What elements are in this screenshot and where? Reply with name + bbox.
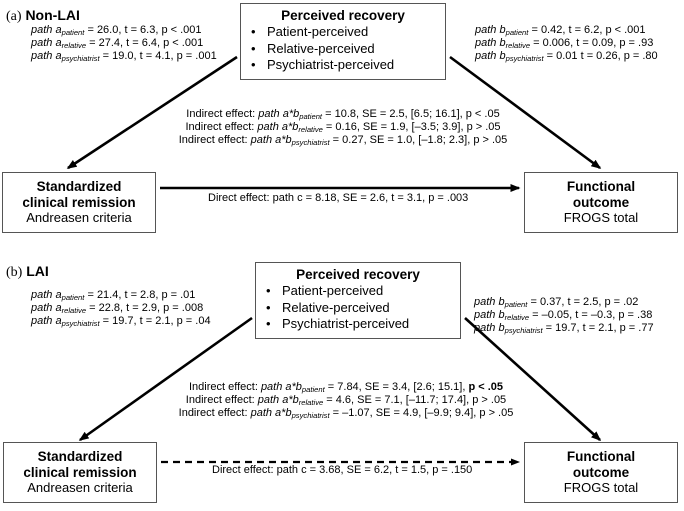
indirect-effect-relative: Indirect effect: path a*brelative = 4.6,… xyxy=(185,394,507,408)
panel-b-outcome-box: Functional outcome FROGS total xyxy=(524,442,678,503)
mediator-item-label: Psychiatrist-perceived xyxy=(267,57,395,72)
panel-b-direct-effect-label: Direct effect: path c = 3.68, SE = 6.2, … xyxy=(212,464,473,476)
panel-a-mediator-item-psychiatrist: • Psychiatrist-perceived xyxy=(241,57,445,74)
indirect-effect-patient: Indirect effect: path a*bpatient = 7.84,… xyxy=(188,381,503,394)
indirect-effect-psychiatrist: Indirect effect: path a*bpsychiatrist = … xyxy=(178,134,508,148)
panel-a-indirect-effects: Indirect effect: path a*bpatient = 10.8,… xyxy=(178,108,508,148)
panel-b-mediator-item-relative: • Relative-perceived xyxy=(256,300,460,317)
panel-a-label: (a) Non-LAI xyxy=(6,7,80,25)
path-a-relative: path arelative = 27.4, t = 6.4, p < .001 xyxy=(31,37,204,51)
panel-b-predictor-box: Standardized clinical remission Andrease… xyxy=(3,442,157,503)
predictor-title-line1: Standardized xyxy=(37,449,123,465)
outcome-subtitle: FROGS total xyxy=(563,210,639,226)
indirect-effect-relative: Indirect effect: path a*brelative = 0.16… xyxy=(185,121,501,135)
predictor-title-line2: clinical remission xyxy=(23,464,137,480)
path-b-relative: path brelative = 0.006, t = 0.09, p = .9… xyxy=(475,37,654,51)
path-b-patient: path bpatient = 0.42, t = 6.2, p < .001 xyxy=(475,24,646,37)
panel-b-mediator-box: Perceived recovery • Patient-perceived • R… xyxy=(255,262,461,339)
panel-b-label: (b) LAI xyxy=(6,263,49,281)
panel-b-indirect-effects: Indirect effect: path a*bpatient = 7.84,… xyxy=(172,381,520,421)
panel-a-label-letter: (a) xyxy=(6,9,22,24)
panel-b-path-a-stats: path apatient = 21.4, t = 2.8, p = .01 p… xyxy=(31,289,211,329)
panel-a-mediator-item-relative: • Relative-perceived xyxy=(241,41,445,58)
panel-b-mediator-list: • Patient-perceived • Relative-perceived •… xyxy=(256,283,460,333)
panel-b-mediator-item-psychiatrist: • Psychiatrist-perceived xyxy=(256,316,460,333)
outcome-title-line1: Functional xyxy=(566,179,636,195)
panel-a-mediator-list: • Patient-perceived • Relative-perceived •… xyxy=(241,24,445,74)
panel-a-mediator-title: Perceived recovery xyxy=(281,8,405,23)
panel-b-label-name: LAI xyxy=(26,263,49,279)
path-b-relative: path brelative = –0.05, t = –0.3, p = .3… xyxy=(474,309,653,323)
bullet-icon: • xyxy=(266,283,271,298)
mediator-item-label: Psychiatrist-perceived xyxy=(282,316,410,331)
path-a-patient: path apatient = 21.4, t = 2.8, p = .01 xyxy=(31,289,196,302)
panel-b-label-letter: (b) xyxy=(6,265,23,280)
panel-a-path-a-stats: path apatient = 26.0, t = 6.3, p < .001 … xyxy=(31,24,217,64)
predictor-subtitle: Andreasen criteria xyxy=(27,480,133,496)
path-b-psychiatrist: path bpsychiatrist = 19.7, t = 2.1, p = … xyxy=(474,322,654,336)
panel-b-path-b-stats: path bpatient = 0.37, t = 2.5, p = .02 p… xyxy=(474,296,654,336)
path-a-patient: path apatient = 26.0, t = 6.3, p < .001 xyxy=(31,24,202,37)
indirect-effect-psychiatrist: Indirect effect: path a*bpsychiatrist = … xyxy=(178,407,514,421)
mediator-item-label: Patient-perceived xyxy=(267,24,369,39)
indirect-patient-significance: p < .05 xyxy=(468,381,503,393)
outcome-title-line2: outcome xyxy=(572,194,630,210)
bullet-icon: • xyxy=(266,316,271,331)
panel-a-path-b-stats: path bpatient = 0.42, t = 6.2, p < .001 … xyxy=(475,24,658,64)
mediator-item-label: Patient-perceived xyxy=(282,283,384,298)
predictor-subtitle: Andreasen criteria xyxy=(26,210,132,226)
path-a-relative: path arelative = 22.8, t = 2.9, p = .008 xyxy=(31,302,204,316)
path-a-psychiatrist: path apsychiatrist = 19.0, t = 4.1, p = … xyxy=(31,50,217,64)
predictor-title-line1: Standardized xyxy=(36,179,122,195)
panel-a-direct-effect-label: Direct effect: path c = 8.18, SE = 2.6, … xyxy=(208,192,469,204)
panel-b-lai: (b) LAI Perceived recovery • Patient-perc… xyxy=(0,255,684,511)
mediator-item-label: Relative-perceived xyxy=(267,40,375,56)
bullet-icon: • xyxy=(266,299,271,315)
outcome-subtitle: FROGS total xyxy=(563,480,639,496)
panel-a-predictor-box: Standardized clinical remission Andrease… xyxy=(2,172,156,233)
mediator-item-label: Relative-perceived xyxy=(282,299,390,315)
panel-a-mediator-box: Perceived recovery • Patient-perceived • R… xyxy=(240,3,446,80)
bullet-icon: • xyxy=(251,57,256,72)
bullet-icon: • xyxy=(251,24,256,39)
indirect-effect-patient: Indirect effect: path a*bpatient = 10.8,… xyxy=(186,108,500,121)
panel-a-non-lai: (a) Non-LAI Perceived recovery • Patient-… xyxy=(0,0,684,255)
bullet-icon: • xyxy=(251,40,256,56)
panel-a-outcome-box: Functional outcome FROGS total xyxy=(524,172,678,233)
panel-b-mediator-item-patient: • Patient-perceived xyxy=(256,283,460,300)
predictor-title-line2: clinical remission xyxy=(22,194,136,210)
panel-b-mediator-title: Perceived recovery xyxy=(296,267,420,282)
panel-a-label-name: Non-LAI xyxy=(25,7,80,23)
panel-a-mediator-item-patient: • Patient-perceived xyxy=(241,24,445,41)
outcome-title-line1: Functional xyxy=(566,449,636,465)
path-b-patient: path bpatient = 0.37, t = 2.5, p = .02 xyxy=(474,296,639,309)
path-b-psychiatrist: path bpsychiatrist = 0.01 t = 0.26, p = … xyxy=(475,50,658,64)
path-a-psychiatrist: path apsychiatrist = 19.7, t = 2.1, p = … xyxy=(31,315,211,329)
outcome-title-line2: outcome xyxy=(572,464,630,480)
